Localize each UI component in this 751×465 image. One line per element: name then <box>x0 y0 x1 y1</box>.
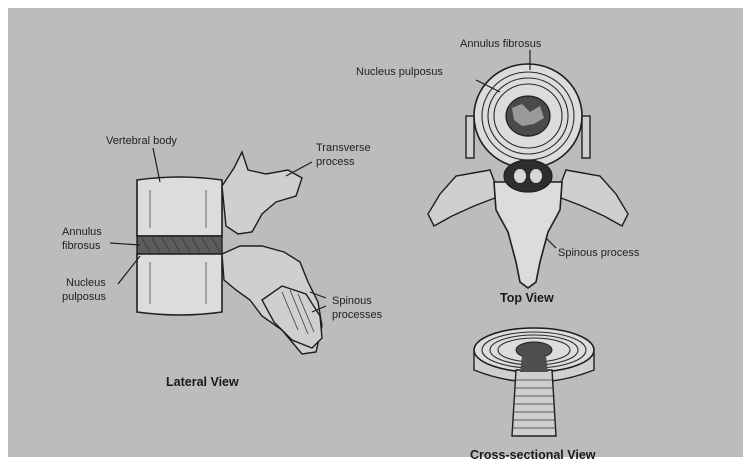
top-left-articular-post <box>466 116 474 158</box>
label-annulus-fibrosus-lateral-line2: fibrosus <box>62 240 101 252</box>
label-transverse-process-line2: process <box>316 156 355 168</box>
top-left-transverse-process <box>428 170 500 226</box>
label-nucleus-pulposus-top: Nucleus pulposus <box>356 66 443 78</box>
label-nucleus-pulposus-lateral-line1: Nucleus <box>66 277 106 289</box>
label-spinous-processes-line1: Spinous <box>332 295 372 307</box>
title-cross-sectional-view: Cross-sectional View <box>470 448 596 462</box>
top-right-articular-post <box>582 116 590 158</box>
cross-sectional-illustration <box>474 328 594 436</box>
label-vertebral-body: Vertebral body <box>106 135 177 147</box>
upper-posterior-arch <box>222 152 302 234</box>
cross-nucleus <box>516 342 552 358</box>
lateral-view-illustration <box>137 152 322 354</box>
label-transverse-process-line1: Transverse <box>316 142 371 154</box>
label-spinous-process-top: Spinous process <box>558 247 640 259</box>
label-annulus-fibrosus-top: Annulus fibrosus <box>460 38 542 50</box>
label-spinous-processes-line2: processes <box>332 309 383 321</box>
label-nucleus-pulposus-lateral-line2: pulposus <box>62 291 107 303</box>
top-right-transverse-process <box>556 170 628 226</box>
title-lateral-view: Lateral View <box>166 375 239 389</box>
top-spinous-process-shape <box>494 182 562 288</box>
label-annulus-fibrosus-lateral-line1: Annulus <box>62 226 102 238</box>
top-spinal-canal <box>504 160 552 192</box>
title-top-view: Top View <box>500 291 554 305</box>
